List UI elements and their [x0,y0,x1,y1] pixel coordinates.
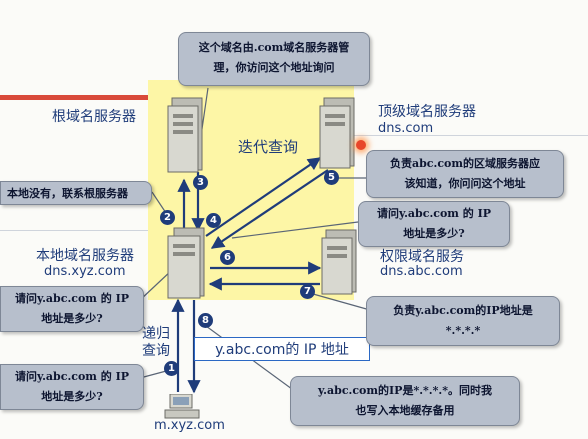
arrow-step-5 [210,169,329,249]
callout-pointer [305,291,371,311]
local-domain-label: dns.xyz.com [44,264,126,279]
callout-pointer [139,269,173,301]
step-1-badge: 1 [164,361,179,376]
callout-ask-client: 请问y.abc.com 的 IP 地址是多少? [0,364,144,410]
callout-final-reply: y.abc.com的IP是*.*.*.*。同时我 也写入本地缓存备用 [290,376,520,426]
step-6-badge: 6 [220,250,235,265]
ip-address-box: y.abc.com的 IP 地址 [194,337,370,361]
step-3-badge: 3 [193,175,208,190]
callout-text: 地址是多少? [41,312,103,325]
tld-domain-label: dns.com [378,121,434,136]
callout-text: 负责y.abc.com的IP地址是 [393,304,533,317]
server-tower-icon [321,229,357,295]
divider-line [0,230,155,231]
callout-pointer [231,221,359,239]
callout-text: 也写入本地缓存备用 [355,404,455,417]
accent-red-bar [0,95,150,100]
callout-root-reply: 这个域名由.com域名服务器管 理，你访问这个地址询问 [178,32,370,86]
callout-text: 本地没有，联系根服务器 [7,187,128,200]
step-5-badge: 5 [324,170,339,185]
callout-tld-reply: 负责abc.com的区域服务器应 该知道，你问问这个地址 [366,150,564,198]
recursive-query-label: 递归查询 [142,326,170,359]
auth-server-label: 权限域名服务 [380,249,464,265]
callout-auth-reply: 负责y.abc.com的IP地址是 *.*.*.* [366,296,560,346]
tld-server-label: 顶级域名服务器 [378,104,476,120]
callout-text: 地址是多少? [403,227,465,240]
callout-text: *.*.*.* [445,324,481,337]
local-server-label: 本地域名服务器 [36,248,134,264]
client-domain-label: m.xyz.com [154,418,225,433]
arrow-step-4 [205,157,322,237]
step-2-badge: 2 [160,210,175,225]
callout-text: 这个域名由.com域名服务器管 [198,41,350,54]
pointer-dot [356,140,366,150]
server-tower-icon [167,97,203,173]
server-tower-icon [167,227,205,299]
callout-text: y.abc.com的IP是*.*.*.*。同时我 [318,384,492,397]
server-tower-icon [319,97,355,169]
step-8-badge: 8 [198,313,213,328]
desktop-computer-icon [164,394,200,419]
iterative-query-label: 迭代查询 [238,138,299,156]
callout-text: 该知道，你问问这个地址 [404,177,526,190]
callout-local-no-record: 本地没有，联系根服务器 [0,181,152,205]
root-server-label: 根域名服务器 [52,109,136,125]
callout-text: 负责abc.com的区域服务器应 [389,157,541,170]
auth-domain-label: dns.abc.com [380,264,463,279]
callout-text: 地址是多少? [41,390,103,403]
divider-line [354,135,588,136]
step-7-badge: 7 [300,284,315,299]
callout-text: 请问y.abc.com 的 IP [376,207,492,220]
callout-text: 请问y.abc.com 的 IP [14,292,130,305]
callout-text: 理，你访问这个地址询问 [213,61,335,74]
callout-ask-local: 请问y.abc.com 的 IP 地址是多少? [0,286,144,332]
step-4-badge: 4 [206,213,221,228]
callout-ask-auth: 请问y.abc.com 的 IP 地址是多少? [358,201,510,247]
callout-text: 请问y.abc.com 的 IP [14,370,130,383]
